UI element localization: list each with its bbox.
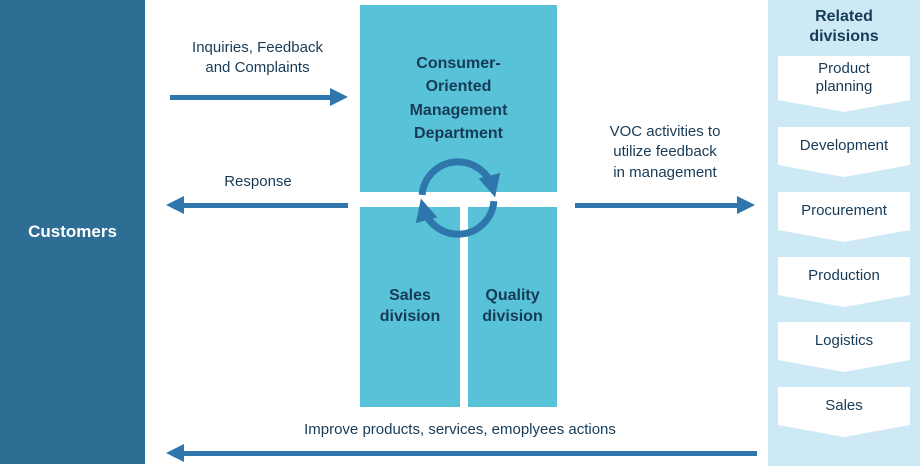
arrow-head-right-icon bbox=[737, 196, 755, 214]
inquiries-label: Inquiries, Feedback and Complaints bbox=[192, 39, 323, 77]
down-chevron-icon bbox=[778, 425, 910, 437]
down-chevron-icon bbox=[778, 360, 910, 372]
sales-division-box: Sales division bbox=[360, 207, 460, 407]
arrow-shaft bbox=[575, 202, 738, 208]
arrow-head-right-icon bbox=[330, 88, 348, 106]
related-item-label: Sales bbox=[778, 387, 910, 425]
improve-label: Improve products, services, emoplyees ac… bbox=[304, 421, 616, 438]
customers-box: Customers bbox=[0, 0, 145, 464]
related-divisions-panel: Related divisions Product planning Devel… bbox=[768, 0, 920, 466]
arrow-head-left-icon bbox=[166, 196, 184, 214]
cycle-arrows-icon bbox=[415, 158, 501, 238]
quality-division-box: Quality division bbox=[468, 207, 557, 407]
arrow-shaft bbox=[183, 450, 757, 456]
related-item: Sales bbox=[778, 387, 910, 437]
voc-label: VOC activities to utilize feedback in ma… bbox=[609, 123, 721, 181]
related-item: Logistics bbox=[778, 322, 910, 372]
related-item-label: Development bbox=[778, 127, 910, 165]
related-item: Production bbox=[778, 257, 910, 307]
down-chevron-icon bbox=[778, 295, 910, 307]
down-chevron-icon bbox=[778, 165, 910, 177]
response-arrow bbox=[166, 196, 348, 214]
improve-arrow bbox=[166, 444, 757, 462]
voc-arrow bbox=[575, 196, 755, 214]
arrow-head-left-icon bbox=[166, 444, 184, 462]
related-item-label: Production bbox=[778, 257, 910, 295]
related-item-label: Product planning bbox=[778, 56, 910, 100]
down-chevron-icon bbox=[778, 230, 910, 242]
related-divisions-title: Related divisions bbox=[809, 8, 879, 45]
related-item-label: Logistics bbox=[778, 322, 910, 360]
down-chevron-icon bbox=[778, 100, 910, 112]
arrow-shaft bbox=[183, 202, 348, 208]
related-item-label: Procurement bbox=[778, 192, 910, 230]
related-item: Development bbox=[778, 127, 910, 177]
related-item: Product planning bbox=[778, 56, 910, 112]
arrow-shaft bbox=[170, 94, 331, 100]
inquiries-arrow bbox=[170, 88, 348, 106]
related-item: Procurement bbox=[778, 192, 910, 242]
response-label: Response bbox=[224, 173, 292, 190]
